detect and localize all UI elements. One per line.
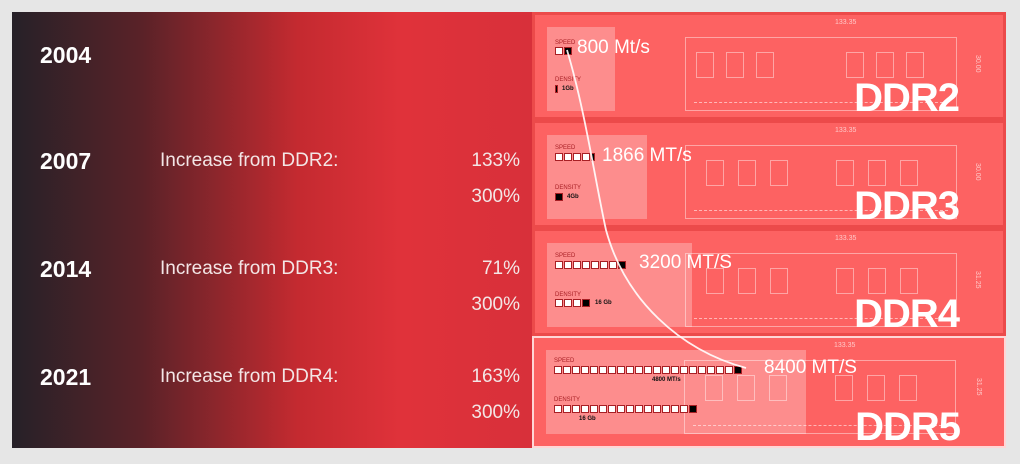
increase-label: Increase from DDR3: [160,258,339,279]
timeline-panel: 2004 2007 Increase from DDR2: 133% 300% … [12,12,532,448]
density-bar [554,405,697,413]
speed-increase: 133% [471,150,520,171]
year-label: 2021 [40,364,92,390]
height-dimension: 31.25 [974,271,981,289]
speed-value: 800 Mt/s [577,37,650,58]
module-name: DDR5 [855,405,961,449]
module-ddr2: 133.35 30.00 SPEED 800 Mt/s DENSITY 1Gb … [532,12,1006,120]
density-bar [555,299,590,307]
height-dimension: 30.00 [974,55,981,73]
density-label: DENSITY [555,77,582,83]
module-diagram [684,360,956,434]
year-label: 2014 [40,256,92,282]
density-value: 16 Gb [595,300,612,306]
speed-value: 1866 MT/s [602,145,692,166]
width-dimension: 133.35 [834,342,856,349]
speed-value: 3200 MT/S [639,252,732,273]
speed-bar [555,153,595,161]
density-increase: 300% [471,294,520,315]
speed-label: SPEED [554,358,575,364]
width-dimension: 133.35 [835,127,857,134]
speed-value: 8400 MT/S [764,357,857,378]
density-label: DENSITY [555,185,582,191]
module-name: DDR2 [854,76,960,120]
speed-bar [554,366,742,374]
year-label: 2004 [40,42,92,68]
speed-increase: 163% [471,366,520,387]
density-bar [555,193,563,201]
increase-label: Increase from DDR4: [160,366,339,387]
density-marker-label: 16 Gb [579,416,596,422]
speed-label: SPEED [555,253,576,259]
module-name: DDR4 [854,292,960,336]
speed-bar [555,261,626,269]
height-dimension: 30.00 [974,163,981,181]
speed-increase: 71% [481,258,520,279]
speed-label: SPEED [555,40,576,46]
density-increase: 300% [471,186,520,207]
modules-panel: 133.35 30.00 SPEED 800 Mt/s DENSITY 1Gb … [532,12,1006,449]
density-label: DENSITY [554,397,581,403]
width-dimension: 133.35 [835,235,857,242]
density-label: DENSITY [555,292,582,298]
module-name: DDR3 [854,184,960,228]
year-label: 2007 [40,148,92,174]
increase-label: Increase from DDR2: [160,150,339,171]
module-ddr3: 133.35 30.00 SPEED 1866 MT/s DENSITY 4Gb… [532,120,1006,228]
height-dimension: 31.25 [975,378,982,396]
density-value: 4Gb [567,194,579,200]
speed-bar [555,47,572,55]
speed-label: SPEED [555,145,576,151]
width-dimension: 133.35 [835,19,857,26]
density-value: 1Gb [562,86,574,92]
module-ddr5: 133.35 31.25 SPEED 4800 MT/s 8400 MT/S D… [532,336,1006,449]
speed-marker-label: 4800 MT/s [652,377,681,383]
density-bar [555,85,558,93]
module-ddr4: 133.35 31.25 SPEED 3200 MT/S DENSITY 16 … [532,228,1006,336]
density-increase: 300% [471,402,520,423]
